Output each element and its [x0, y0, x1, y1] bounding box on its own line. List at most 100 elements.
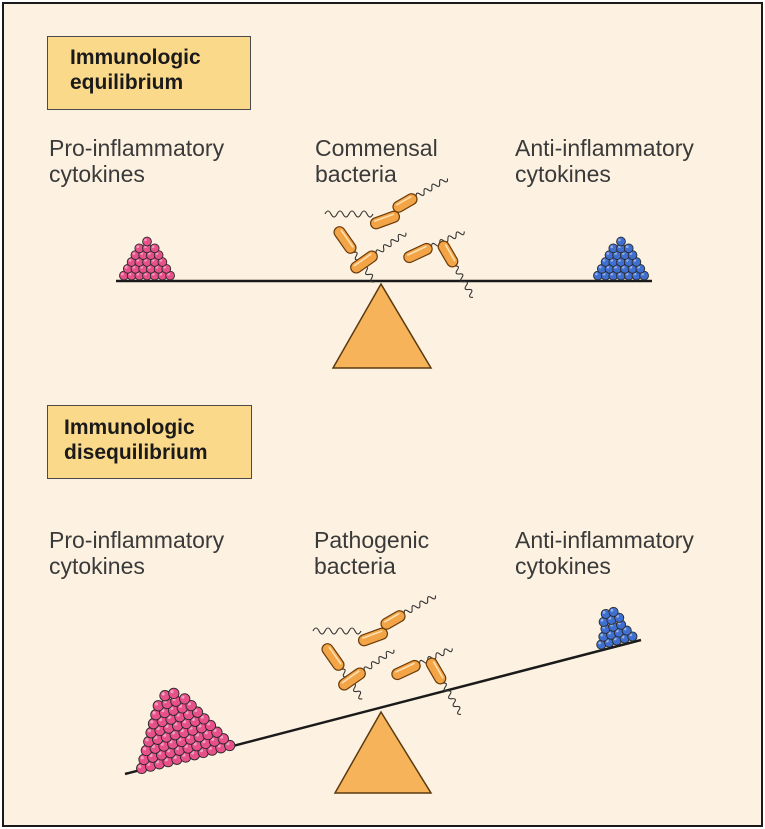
cytokine-sphere — [623, 243, 634, 254]
balance-disequilibrium — [124, 595, 642, 794]
sphere-highlight — [147, 729, 151, 733]
sphere-highlight — [150, 720, 154, 724]
label-line: Pro-inflammatory — [49, 527, 225, 553]
sphere-highlight — [170, 690, 174, 694]
sphere-highlight — [151, 259, 155, 262]
cytokine-sphere — [168, 687, 180, 700]
bacterium — [437, 240, 474, 298]
bacterium-highlight — [328, 646, 342, 665]
sphere-highlight — [132, 252, 136, 255]
bacterium — [369, 210, 401, 230]
label-line: Anti-inflammatory — [515, 135, 694, 161]
panel-title-disequilibrium: Immunologic disequilibrium — [47, 405, 252, 479]
sphere-highlight — [148, 252, 151, 255]
sphere-highlight — [124, 265, 128, 269]
sphere-highlight — [200, 715, 204, 719]
sphere-highlight — [181, 695, 185, 699]
sphere-highlight — [633, 259, 637, 262]
sphere-highlight — [600, 633, 604, 637]
sphere-highlight — [152, 711, 156, 715]
sphere-highlight — [136, 259, 140, 262]
flagellum — [442, 682, 462, 715]
label-line: Pathogenic — [314, 527, 430, 553]
bacterium-body — [321, 643, 345, 671]
panel-title-equilibrium: Immunologic equilibrium — [47, 36, 251, 110]
sphere-highlight — [610, 259, 614, 262]
bacterium — [350, 232, 407, 274]
sphere-highlight — [121, 272, 124, 276]
sphere-highlight — [622, 252, 625, 255]
bacterium-body — [338, 667, 366, 691]
sphere-highlight — [161, 692, 165, 696]
flagellum — [375, 232, 407, 254]
sphere-highlight — [602, 259, 606, 262]
cytokine-sphere — [142, 236, 152, 247]
sphere-highlight — [151, 245, 155, 249]
sphere-highlight — [625, 245, 629, 249]
sphere-highlight — [151, 272, 155, 276]
commensal-bacteria-label: Commensal bacteria — [315, 135, 438, 187]
pathogenic-bacteria-label: Pathogenic bacteria — [314, 527, 429, 579]
sphere-highlight — [625, 259, 629, 262]
commensal-bacteria-cluster — [324, 178, 474, 298]
sphere-highlight — [128, 259, 132, 262]
sphere-highlight — [143, 747, 147, 751]
title-line: equilibrium — [70, 71, 184, 94]
bacterium — [357, 627, 389, 647]
anti-inflammatory-label: Anti-inflammatory cytokines — [515, 135, 694, 187]
cytokine-sphere — [211, 726, 223, 738]
title-line: disequilibrium — [64, 441, 208, 464]
bacterium-body — [392, 193, 418, 213]
bacterium-body — [380, 610, 406, 630]
sphere-highlight — [154, 702, 158, 706]
bacterium-highlight — [407, 245, 427, 256]
cytokine-sphere — [198, 713, 210, 725]
cytokine-sphere — [608, 606, 619, 617]
bacterium-highlight — [395, 662, 415, 673]
fulcrum — [331, 282, 433, 369]
sphere-highlight — [618, 259, 621, 262]
flagellum — [454, 265, 474, 298]
bacterium — [392, 178, 449, 213]
pro-inflammatory-cytokine-pile — [119, 236, 175, 281]
flagellum — [403, 595, 437, 614]
bacterium-highlight — [432, 661, 444, 679]
sphere-highlight — [144, 238, 147, 242]
bacterium-body — [350, 250, 378, 274]
pathogenic-bacteria-cluster — [312, 595, 462, 715]
sphere-highlight — [602, 272, 606, 276]
sphere-highlight — [598, 641, 602, 645]
sphere-highlight — [610, 608, 614, 612]
bacterium-highlight — [340, 229, 354, 248]
sphere-highlight — [641, 272, 644, 276]
sphere-highlight — [595, 272, 598, 276]
flagellum — [312, 627, 362, 635]
sphere-highlight — [618, 272, 621, 276]
flagellum — [415, 178, 449, 197]
bacterium-highlight — [444, 244, 456, 262]
bacterium-highlight — [341, 670, 360, 684]
bacterium-body — [425, 657, 447, 685]
pro-inflammatory-label: Pro-inflammatory cytokines — [49, 527, 224, 579]
sphere-highlight — [598, 265, 602, 269]
bacterium-highlight — [396, 196, 412, 206]
sphere-highlight — [610, 245, 614, 249]
sphere-highlight — [606, 252, 610, 255]
anti-inflammatory-cytokine-pile — [596, 606, 638, 650]
sphere-highlight — [633, 272, 637, 276]
flagellum — [324, 210, 374, 218]
sphere-highlight — [167, 272, 170, 276]
pro-inflammatory-cytokine-pile — [136, 687, 236, 775]
label-line: cytokines — [515, 161, 611, 187]
bacterium-body — [369, 210, 401, 230]
sphere-highlight — [159, 259, 163, 262]
label-line: cytokines — [515, 553, 611, 579]
title-line: Immunologic — [64, 416, 195, 439]
anti-inflammatory-label: Anti-inflammatory cytokines — [515, 527, 694, 579]
bacterium-highlight — [384, 613, 400, 623]
sphere-highlight — [625, 272, 629, 276]
bacterium-body — [333, 226, 357, 254]
sphere-highlight — [136, 272, 140, 276]
sphere-highlight — [602, 611, 606, 614]
